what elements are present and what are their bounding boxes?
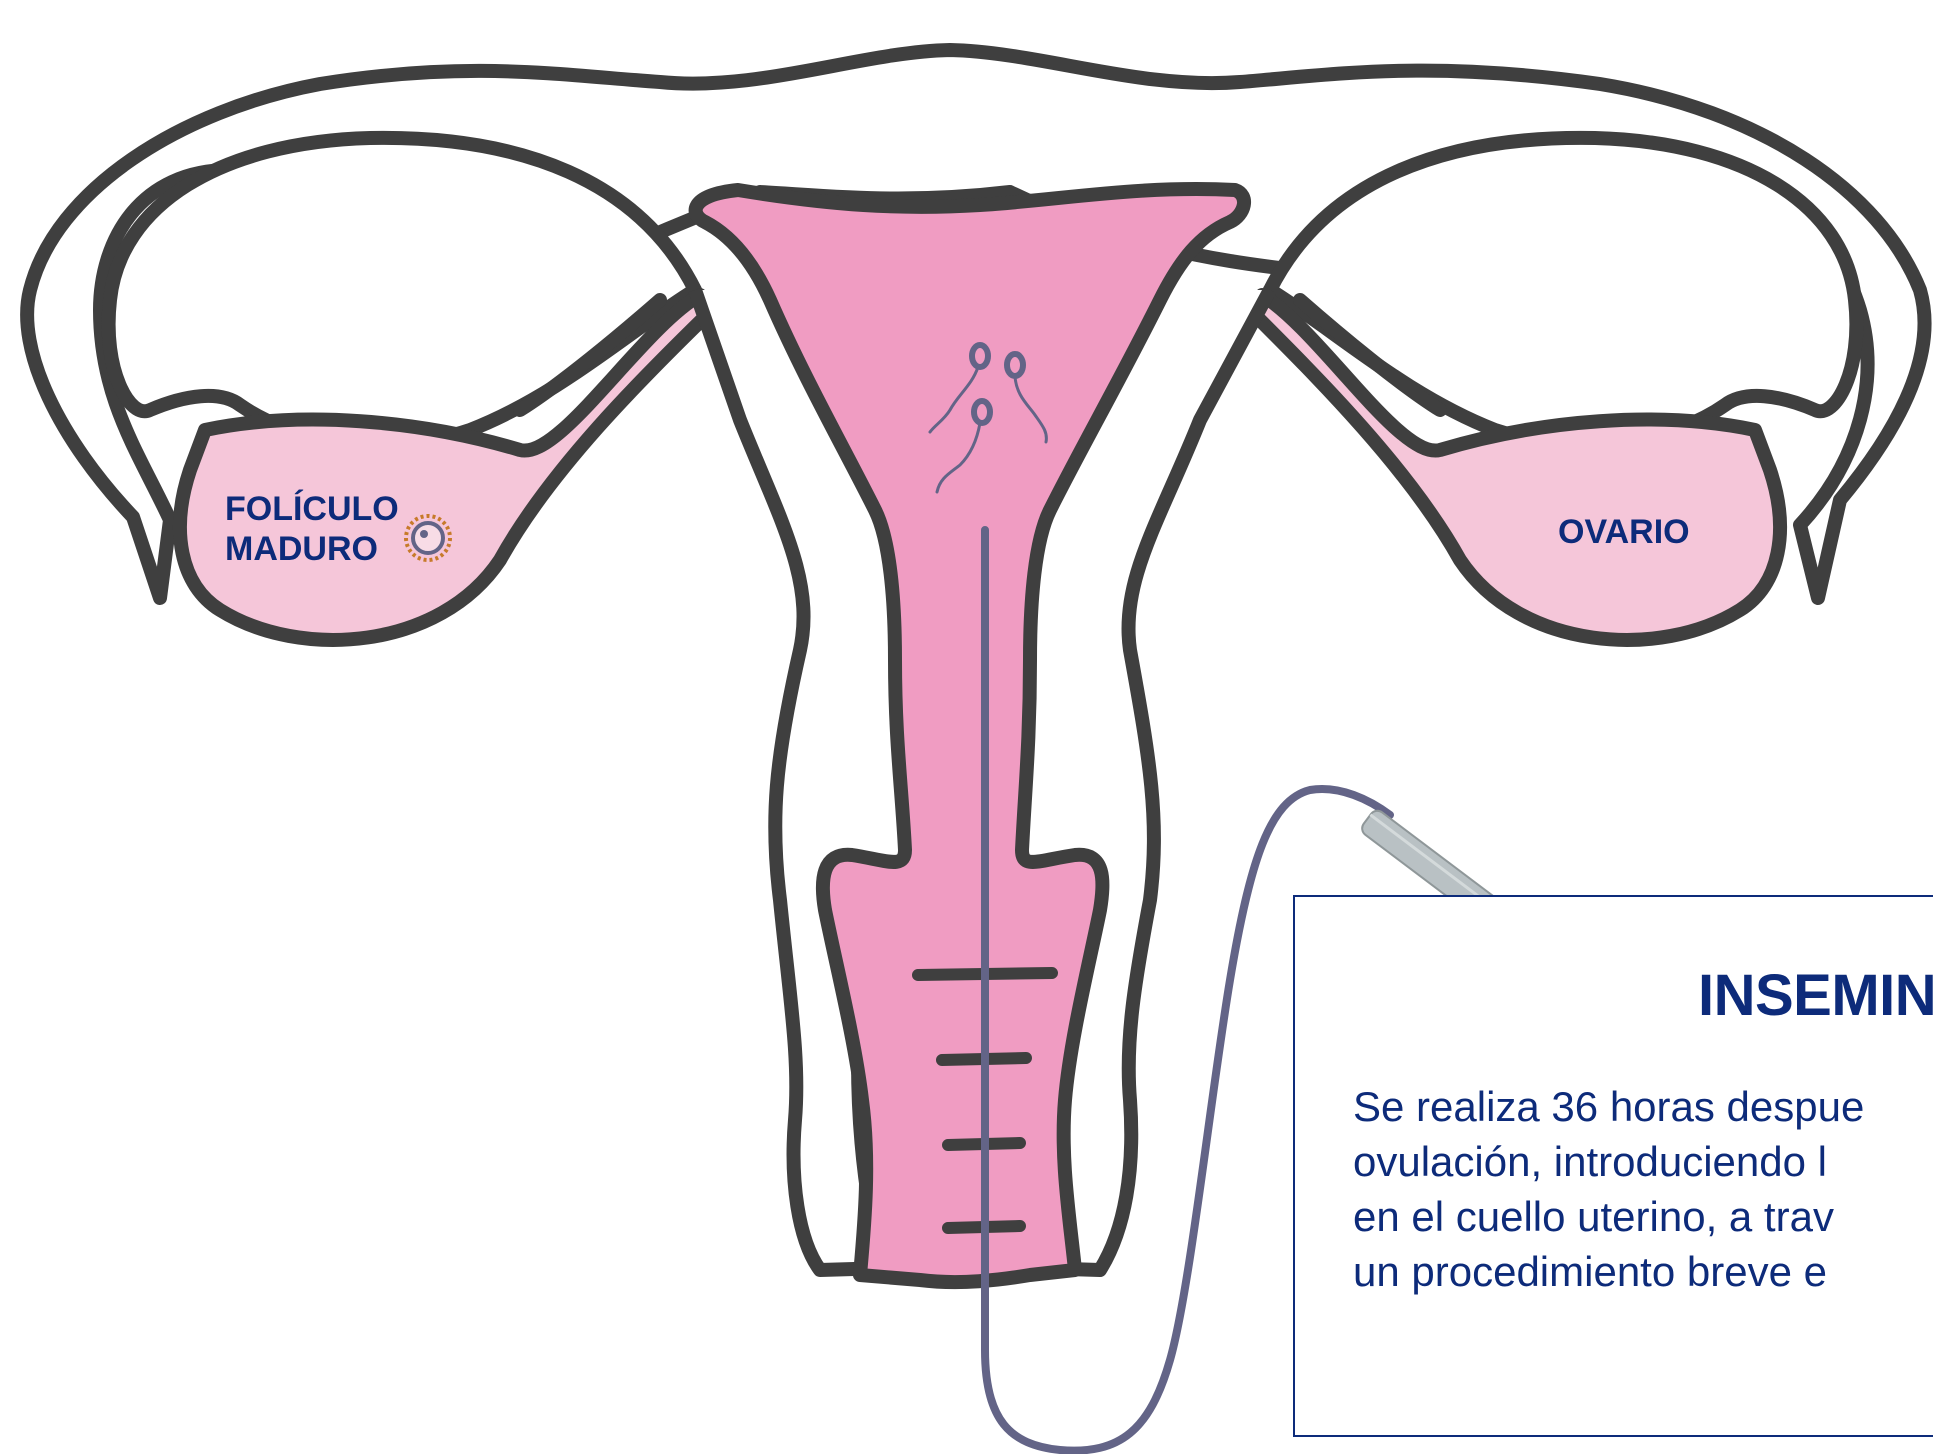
right-ovary (1243, 288, 1787, 647)
egg-cell-icon (404, 514, 452, 562)
description-line: un procedimiento breve e (1353, 1248, 1827, 1295)
sperm-icon (928, 342, 1048, 494)
follicle-label-line1: FOLÍCULO (225, 490, 399, 528)
description-line: Se realiza 36 horas despue (1353, 1083, 1865, 1130)
ovary-label: OVARIO (1558, 513, 1690, 551)
uterine-cavity (688, 182, 1251, 1290)
insemination-info-box: INSEMIN Se realiza 36 horas despue ovula… (1293, 895, 1933, 1437)
catheter-tube (981, 526, 1394, 1454)
insemination-title: INSEMIN (1698, 963, 1933, 1028)
description-line: en el cuello uterino, a trav (1353, 1193, 1834, 1240)
follicle-label-line2: MADURO (225, 530, 378, 568)
left-ovary (173, 288, 719, 647)
fallopian-tubes (20, 43, 1932, 605)
insemination-description: Se realiza 36 horas despue ovulación, in… (1353, 1079, 1933, 1299)
description-line: ovulación, introduciendo l (1353, 1138, 1827, 1185)
